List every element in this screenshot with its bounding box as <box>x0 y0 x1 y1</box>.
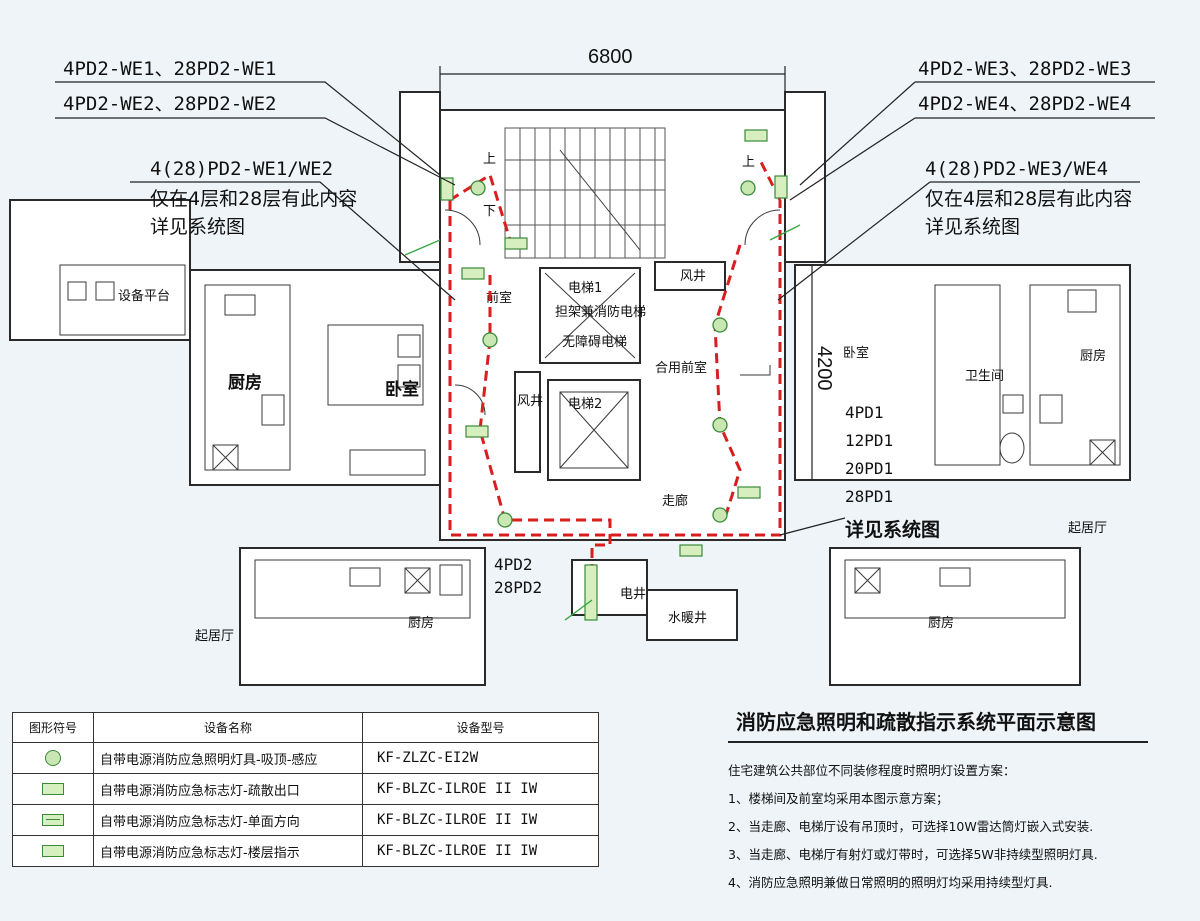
callout-mid-left-1: 4(28)PD2-WE1/WE2 <box>150 158 333 180</box>
callout-mid-left-3: 详见系统图 <box>150 216 245 238</box>
notes-item: 3、当走廊、电梯厅有射灯或灯带时，可选择5W非持续型照明灯具. <box>728 847 1098 862</box>
callout-top-right-2: 4PD2-WE4、28PD2-WE4 <box>918 93 1131 115</box>
panel-label-right-4: 28PD1 <box>845 487 893 506</box>
legend-device-name: 自带电源消防应急标志灯-单面方向 <box>93 804 363 836</box>
shaft-left-label: 风井 <box>517 394 543 409</box>
water-shaft-label: 水暖井 <box>668 611 707 626</box>
elevator2-label: 电梯2 <box>568 397 602 412</box>
kitchen-bottom-left-label: 厨房 <box>408 615 434 631</box>
direction-sign-icon <box>461 267 485 280</box>
kitchen-bottom-right-label: 厨房 <box>928 615 954 631</box>
left-apartment: 厨房 卧室 <box>189 269 441 486</box>
panel-label-right-1: 4PD1 <box>845 403 884 422</box>
shared-front-room-label: 合用前室 <box>655 360 707 376</box>
stair-core: 上 下 上 电梯1 担架兼消防电梯 无障碍电梯 电梯2 风井 风井 前室 合用前… <box>399 91 826 541</box>
legend-row: 自带电源消防应急照明灯具-吸顶-感应 KF-ZLZC-EI2W <box>12 742 599 774</box>
direction-sign-icon <box>465 425 489 438</box>
bottom-apartments: 厨房 起居厅 厨房 电井 水暖井 <box>195 547 1081 686</box>
notes-item: 1、楼梯间及前室均采用本图示意方案； <box>728 791 949 806</box>
notes-panel: 消防应急照明和疏散指示系统平面示意图 住宅建筑公共部位不同装修程度时照明灯设置方… <box>728 706 1188 897</box>
legend-device-model: KF-BLZC-ILROE II IW <box>362 773 599 805</box>
round-lamp-icon <box>482 332 498 348</box>
callout-mid-right-3: 详见系统图 <box>925 216 1020 238</box>
floor-sign-icon <box>42 845 64 857</box>
notes-item: 4、消防应急照明兼做日常照明的照明灯均采用持续型灯具. <box>728 875 1053 890</box>
bedroom-right-label: 卧室 <box>843 345 869 361</box>
dimension-width: 6800 <box>588 46 633 68</box>
legend-row: 自带电源消防应急标志灯-疏散出口 KF-BLZC-ILROE II IW <box>12 773 599 805</box>
living-left-bottom-label: 起居厅 <box>195 629 234 644</box>
panel-note-right: 详见系统图 <box>845 518 940 541</box>
stair-up-label-2: 上 <box>742 155 755 170</box>
elec-shaft-label: 电井 <box>620 587 646 602</box>
elevator1-desc-1: 担架兼消防电梯 <box>555 304 646 320</box>
emergency-devices <box>440 129 788 621</box>
callouts: 4PD2-WE1、28PD2-WE1 4PD2-WE2、28PD2-WE2 4P… <box>63 58 1132 597</box>
legend-device-name: 自带电源消防应急标志灯-楼层指示 <box>93 835 363 867</box>
direction-sign-icon <box>42 814 64 826</box>
round-lamp-icon <box>497 512 513 528</box>
stair-up-label-1: 上 <box>483 152 496 167</box>
living-right-label: 起居厅 <box>1068 521 1107 536</box>
floor-sign-icon <box>504 237 528 250</box>
floor-sign-icon <box>744 129 768 142</box>
panel-label-left-1: 4PD2 <box>494 555 533 574</box>
front-room-label: 前室 <box>486 290 512 306</box>
floor-sign-icon <box>584 564 598 621</box>
legend-device-model: KF-ZLZC-EI2W <box>362 742 599 774</box>
exit-sign-icon <box>440 177 454 201</box>
legend-row: 自带电源消防应急标志灯-单面方向 KF-BLZC-ILROE II IW <box>12 804 599 836</box>
panel-label-right-2: 12PD1 <box>845 431 893 450</box>
legend-row: 自带电源消防应急标志灯-楼层指示 KF-BLZC-ILROE II IW <box>12 835 599 867</box>
dimension-lines: 6800 4200 <box>439 46 835 480</box>
round-lamp-icon <box>712 507 728 523</box>
notes-intro: 住宅建筑公共部位不同装修程度时照明灯设置方案： <box>728 763 1016 778</box>
legend-device-name: 自带电源消防应急照明灯具-吸顶-感应 <box>93 742 363 774</box>
panel-label-right-3: 20PD1 <box>845 459 893 478</box>
legend-device-name: 自带电源消防应急标志灯-疏散出口 <box>93 773 363 805</box>
shaft-top-label: 风井 <box>680 269 706 284</box>
round-lamp-icon <box>712 417 728 433</box>
panel-label-left-2: 28PD2 <box>494 578 542 597</box>
elevator1-desc-2: 无障碍电梯 <box>562 335 627 350</box>
kitchen-left-label: 厨房 <box>228 372 262 393</box>
callout-top-right-1: 4PD2-WE3、28PD2-WE3 <box>918 58 1131 80</box>
legend-header-row: 图形符号 设备名称 设备型号 <box>12 712 599 743</box>
legend-header-model: 设备型号 <box>362 712 599 743</box>
right-apartment: 卧室 卫生间 厨房 起居厅 <box>794 264 1131 536</box>
notes-divider <box>728 741 1148 743</box>
direction-sign-icon <box>679 544 703 557</box>
legend-device-model: KF-BLZC-ILROE II IW <box>362 835 599 867</box>
notes-title: 消防应急照明和疏散指示系统平面示意图 <box>736 710 1096 734</box>
exit-sign-icon <box>774 175 788 199</box>
callout-mid-right-2: 仅在4层和28层有此内容 <box>925 188 1132 210</box>
corridor-label: 走廊 <box>662 493 688 509</box>
round-lamp-icon <box>712 317 728 333</box>
callout-top-left-2: 4PD2-WE2、28PD2-WE2 <box>63 93 276 115</box>
callout-mid-left-2: 仅在4层和28层有此内容 <box>150 188 357 210</box>
callout-top-left-1: 4PD2-WE1、28PD2-WE1 <box>63 58 276 80</box>
legend-device-model: KF-BLZC-ILROE II IW <box>362 804 599 836</box>
leader-lines <box>55 81 1155 621</box>
bedroom-left-label: 卧室 <box>385 379 419 400</box>
round-lamp-icon <box>45 750 61 766</box>
legend-header-symbol: 图形符号 <box>12 712 94 743</box>
legend-table: 图形符号 设备名称 设备型号 自带电源消防应急照明灯具-吸顶-感应 KF-ZLZ… <box>12 712 599 867</box>
elevator1-label: 电梯1 <box>568 281 602 296</box>
bathroom-right-label: 卫生间 <box>965 369 1004 384</box>
round-lamp-icon <box>740 180 756 196</box>
kitchen-right-label: 厨房 <box>1080 348 1106 364</box>
exit-sign-icon <box>42 783 64 795</box>
dimension-height: 4200 <box>813 346 835 391</box>
equipment-platform: 设备平台 <box>9 199 191 341</box>
stair-down-label: 下 <box>483 204 496 219</box>
round-lamp-icon <box>470 180 486 196</box>
notes-item: 2、当走廊、电梯厅设有吊顶时，可选择10W雷达筒灯嵌入式安装. <box>728 819 1094 834</box>
callout-mid-right-1: 4(28)PD2-WE3/WE4 <box>925 158 1108 180</box>
legend-header-name: 设备名称 <box>93 712 363 743</box>
equipment-platform-label: 设备平台 <box>118 288 170 304</box>
direction-sign-icon <box>737 486 761 499</box>
